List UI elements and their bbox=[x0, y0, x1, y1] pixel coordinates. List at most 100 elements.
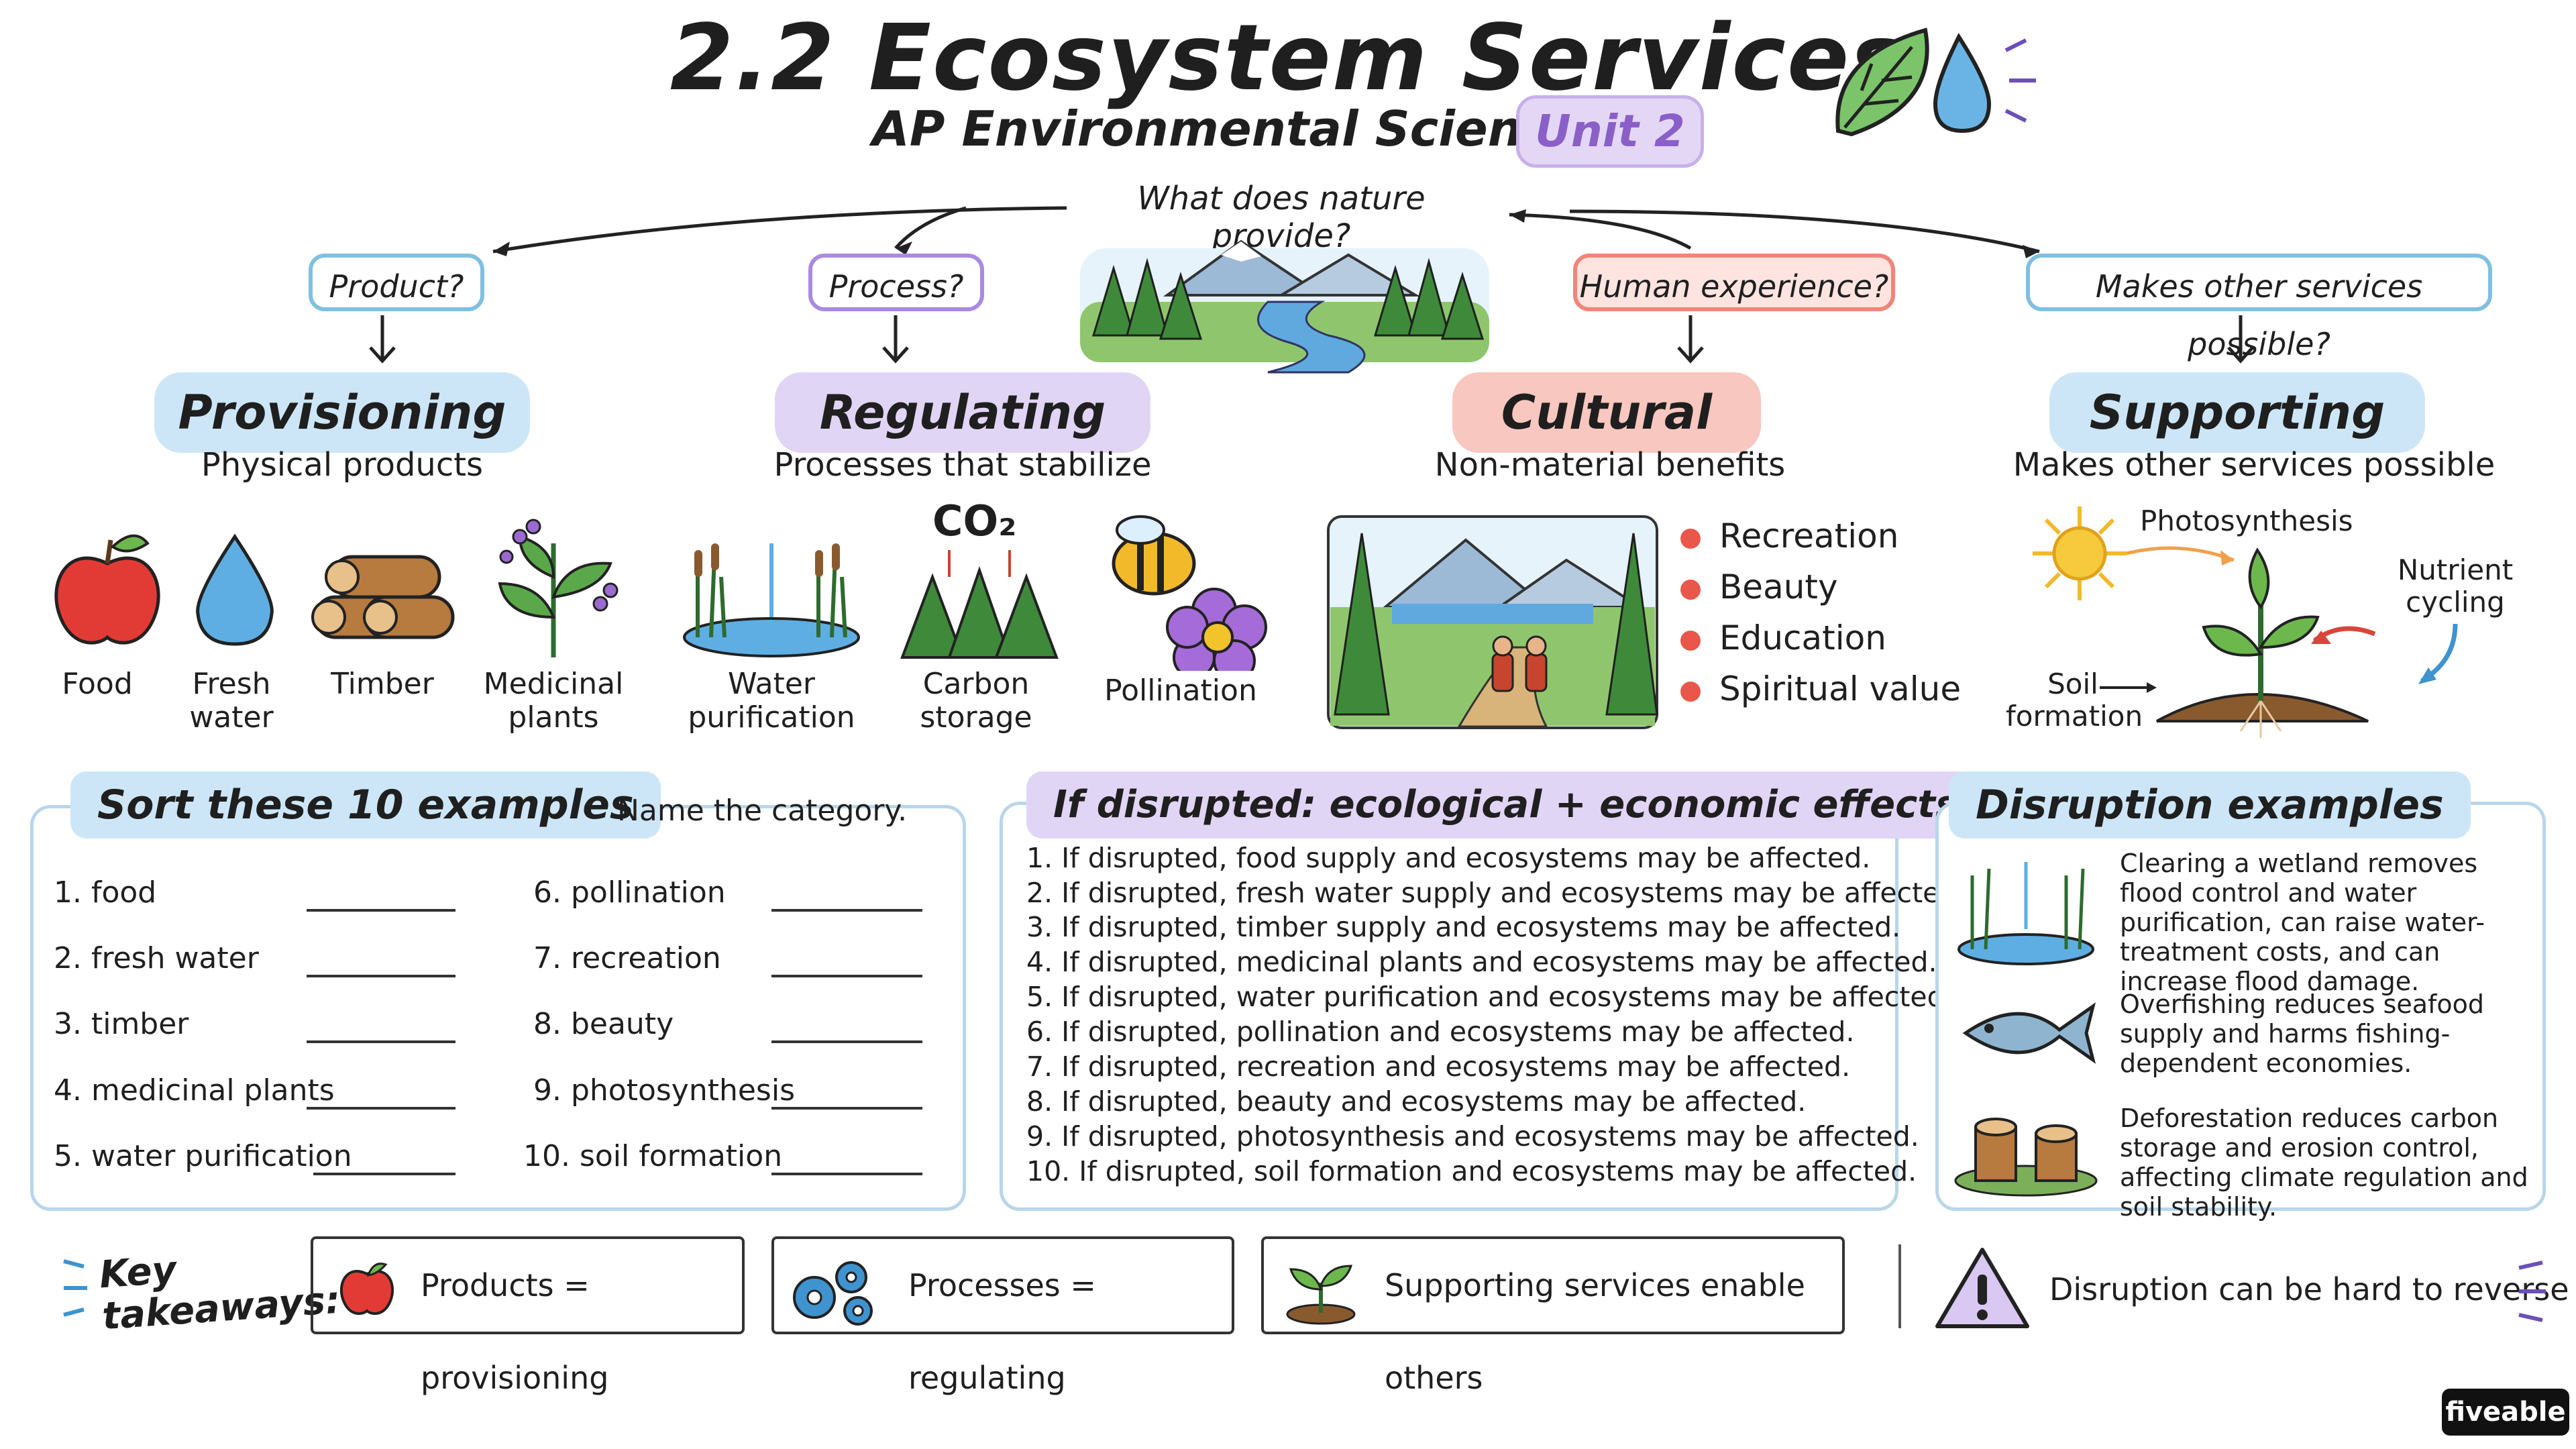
brand-logo: fiveable bbox=[2442, 1389, 2569, 1436]
connector-arrows bbox=[369, 206, 2254, 364]
water-drop-icon bbox=[196, 533, 274, 646]
question-product: Product? bbox=[309, 254, 484, 311]
sort-item: 5. water purification bbox=[54, 1139, 352, 1173]
answer-blank[interactable] bbox=[771, 1107, 922, 1110]
cultural-item-recreation: Recreation bbox=[1680, 517, 1898, 555]
wetland-icon bbox=[683, 543, 860, 657]
category-provisioning: Provisioning bbox=[154, 372, 530, 453]
sort-item: 2. fresh water bbox=[54, 941, 259, 975]
item-food: Food bbox=[62, 667, 133, 701]
leaf-drop-icon bbox=[1835, 28, 2036, 137]
takeaway-text: Supporting services enable others bbox=[1385, 1267, 1805, 1396]
page-title: 2.2 Ecosystem Services bbox=[669, 5, 1907, 111]
hikers-trail-illustration bbox=[1327, 515, 1658, 729]
sort-item: 3. timber bbox=[54, 1007, 189, 1041]
answer-blank[interactable] bbox=[307, 1040, 455, 1043]
co2-label: CO₂ bbox=[932, 496, 1017, 545]
sort-item: 9. photosynthesis bbox=[533, 1073, 796, 1108]
sparkle-lines-icon bbox=[63, 1259, 87, 1317]
center-question: What does nature provide? bbox=[1137, 180, 1426, 255]
answer-blank[interactable] bbox=[771, 1173, 922, 1175]
sort-item: 6. pollination bbox=[533, 875, 726, 910]
question-makes-possible: Makes other services possible? bbox=[2026, 254, 2492, 362]
item-timber: Timber bbox=[331, 667, 434, 701]
landscape-illustration bbox=[1080, 239, 1489, 374]
timber-logs-icon bbox=[311, 555, 455, 639]
effect-item: 9. If disrupted, photosynthesis and ecos… bbox=[1026, 1120, 1919, 1152]
disruption-panel-title: Disruption examples bbox=[1949, 771, 2471, 839]
sort-panel bbox=[30, 805, 966, 1211]
category-regulating-subtitle: Processes that stabilize bbox=[773, 446, 1152, 484]
takeaway-regulating: Processes = regulating bbox=[771, 1236, 1234, 1396]
answer-blank[interactable] bbox=[307, 909, 455, 912]
category-supporting-subtitle: Makes other services possible bbox=[2012, 446, 2496, 484]
effect-item: 3. If disrupted, timber supply and ecosy… bbox=[1026, 911, 1901, 943]
sort-item: 8. beauty bbox=[533, 1007, 674, 1041]
effect-item: 6. If disrupted, pollination and ecosyst… bbox=[1026, 1016, 1855, 1048]
gears-icon bbox=[793, 1261, 873, 1326]
sparkle-lines-icon bbox=[2518, 1260, 2546, 1322]
answer-blank[interactable] bbox=[771, 1040, 922, 1043]
cultural-item-beauty: Beauty bbox=[1680, 568, 1838, 606]
category-cultural-subtitle: Non-material benefits bbox=[1434, 446, 1786, 484]
medicinal-plant-icon bbox=[498, 519, 619, 657]
answer-blank[interactable] bbox=[313, 1173, 455, 1175]
bee-flower-icon bbox=[1112, 515, 1267, 671]
sort-panel-title: Sort these 10 examples bbox=[70, 771, 661, 839]
sort-instruction: Name the category. bbox=[617, 794, 908, 828]
takeaway-provisioning: Products = provisioning bbox=[311, 1236, 745, 1396]
effect-item: 10. If disrupted, soil formation and eco… bbox=[1026, 1155, 1917, 1187]
category-cultural: Cultural bbox=[1452, 372, 1761, 453]
key-takeaways-label: Key takeaways: bbox=[97, 1248, 342, 1339]
sprout-icon bbox=[1286, 1265, 1356, 1325]
label-soil-formation: Soil formation bbox=[2006, 667, 2143, 733]
disruption-item-wetland: Clearing a wetland removes flood control… bbox=[2120, 849, 2485, 996]
carbon-storage-trees-icon bbox=[900, 550, 1059, 659]
item-fresh-water: Fresh water bbox=[189, 667, 274, 735]
warning-icon bbox=[1935, 1248, 2029, 1328]
sort-item: 7. recreation bbox=[533, 941, 721, 975]
effect-item: 1. If disrupted, food supply and ecosyst… bbox=[1026, 842, 1871, 874]
takeaway-text: Products = provisioning bbox=[421, 1267, 609, 1396]
apple-icon bbox=[339, 1263, 394, 1316]
cultural-item-spiritual-value: Spiritual value bbox=[1680, 669, 1961, 708]
sort-item: 1. food bbox=[54, 875, 157, 910]
disruption-item-overfishing: Overfishing reduces seafood supply and h… bbox=[2120, 989, 2485, 1078]
category-provisioning-subtitle: Physical products bbox=[201, 446, 484, 484]
sort-item: 4. medicinal plants bbox=[54, 1073, 335, 1108]
wetland-icon bbox=[1957, 862, 2094, 965]
effect-item: 5. If disrupted, water purification and … bbox=[1026, 981, 1953, 1013]
effects-panel-title: If disrupted: ecological + economic effe… bbox=[1026, 771, 1985, 839]
effect-item: 4. If disrupted, medicinal plants and ec… bbox=[1026, 946, 1937, 978]
takeaway-disruption: Disruption can be hard to reverse bbox=[2049, 1271, 2569, 1307]
unit-badge: Unit 2 bbox=[1516, 95, 1704, 168]
effects-panel bbox=[1000, 802, 1898, 1211]
label-nutrient-cycling: Nutrient cycling bbox=[2397, 553, 2514, 619]
supporting-plant-illustration bbox=[2033, 506, 2458, 738]
takeaways-divider bbox=[1898, 1244, 1901, 1328]
item-pollination: Pollination bbox=[1104, 674, 1257, 708]
fish-icon bbox=[1962, 1002, 2096, 1064]
question-process: Process? bbox=[808, 254, 984, 311]
answer-blank[interactable] bbox=[307, 975, 455, 977]
tree-stumps-icon bbox=[1954, 1118, 2098, 1197]
apple-icon bbox=[54, 534, 160, 645]
category-regulating: Regulating bbox=[775, 372, 1150, 453]
item-carbon-storage: Carbon storage bbox=[920, 667, 1032, 735]
question-human-experience: Human experience? bbox=[1573, 254, 1895, 311]
answer-blank[interactable] bbox=[771, 975, 922, 977]
answer-blank[interactable] bbox=[307, 1107, 455, 1110]
effect-item: 8. If disrupted, beauty and ecosystems m… bbox=[1026, 1085, 1807, 1118]
answer-blank[interactable] bbox=[771, 909, 922, 912]
sort-item: 10. soil formation bbox=[523, 1139, 783, 1173]
disruption-item-deforestation: Deforestation reduces carbon storage and… bbox=[2120, 1104, 2528, 1222]
takeaway-text: Processes = regulating bbox=[908, 1267, 1096, 1396]
effect-item: 7. If disrupted, recreation and ecosyste… bbox=[1026, 1051, 1851, 1083]
item-water-purification: Water purification bbox=[688, 667, 855, 735]
label-photosynthesis: Photosynthesis bbox=[2140, 504, 2353, 537]
takeaway-supporting: Supporting services enable others bbox=[1261, 1236, 1845, 1396]
page-subtitle: AP Environmental Science bbox=[872, 101, 1584, 157]
effect-item: 2. If disrupted, fresh water supply and … bbox=[1026, 877, 1966, 909]
item-medicinal-plants: Medicinal plants bbox=[483, 667, 624, 735]
category-supporting: Supporting bbox=[2049, 372, 2425, 453]
